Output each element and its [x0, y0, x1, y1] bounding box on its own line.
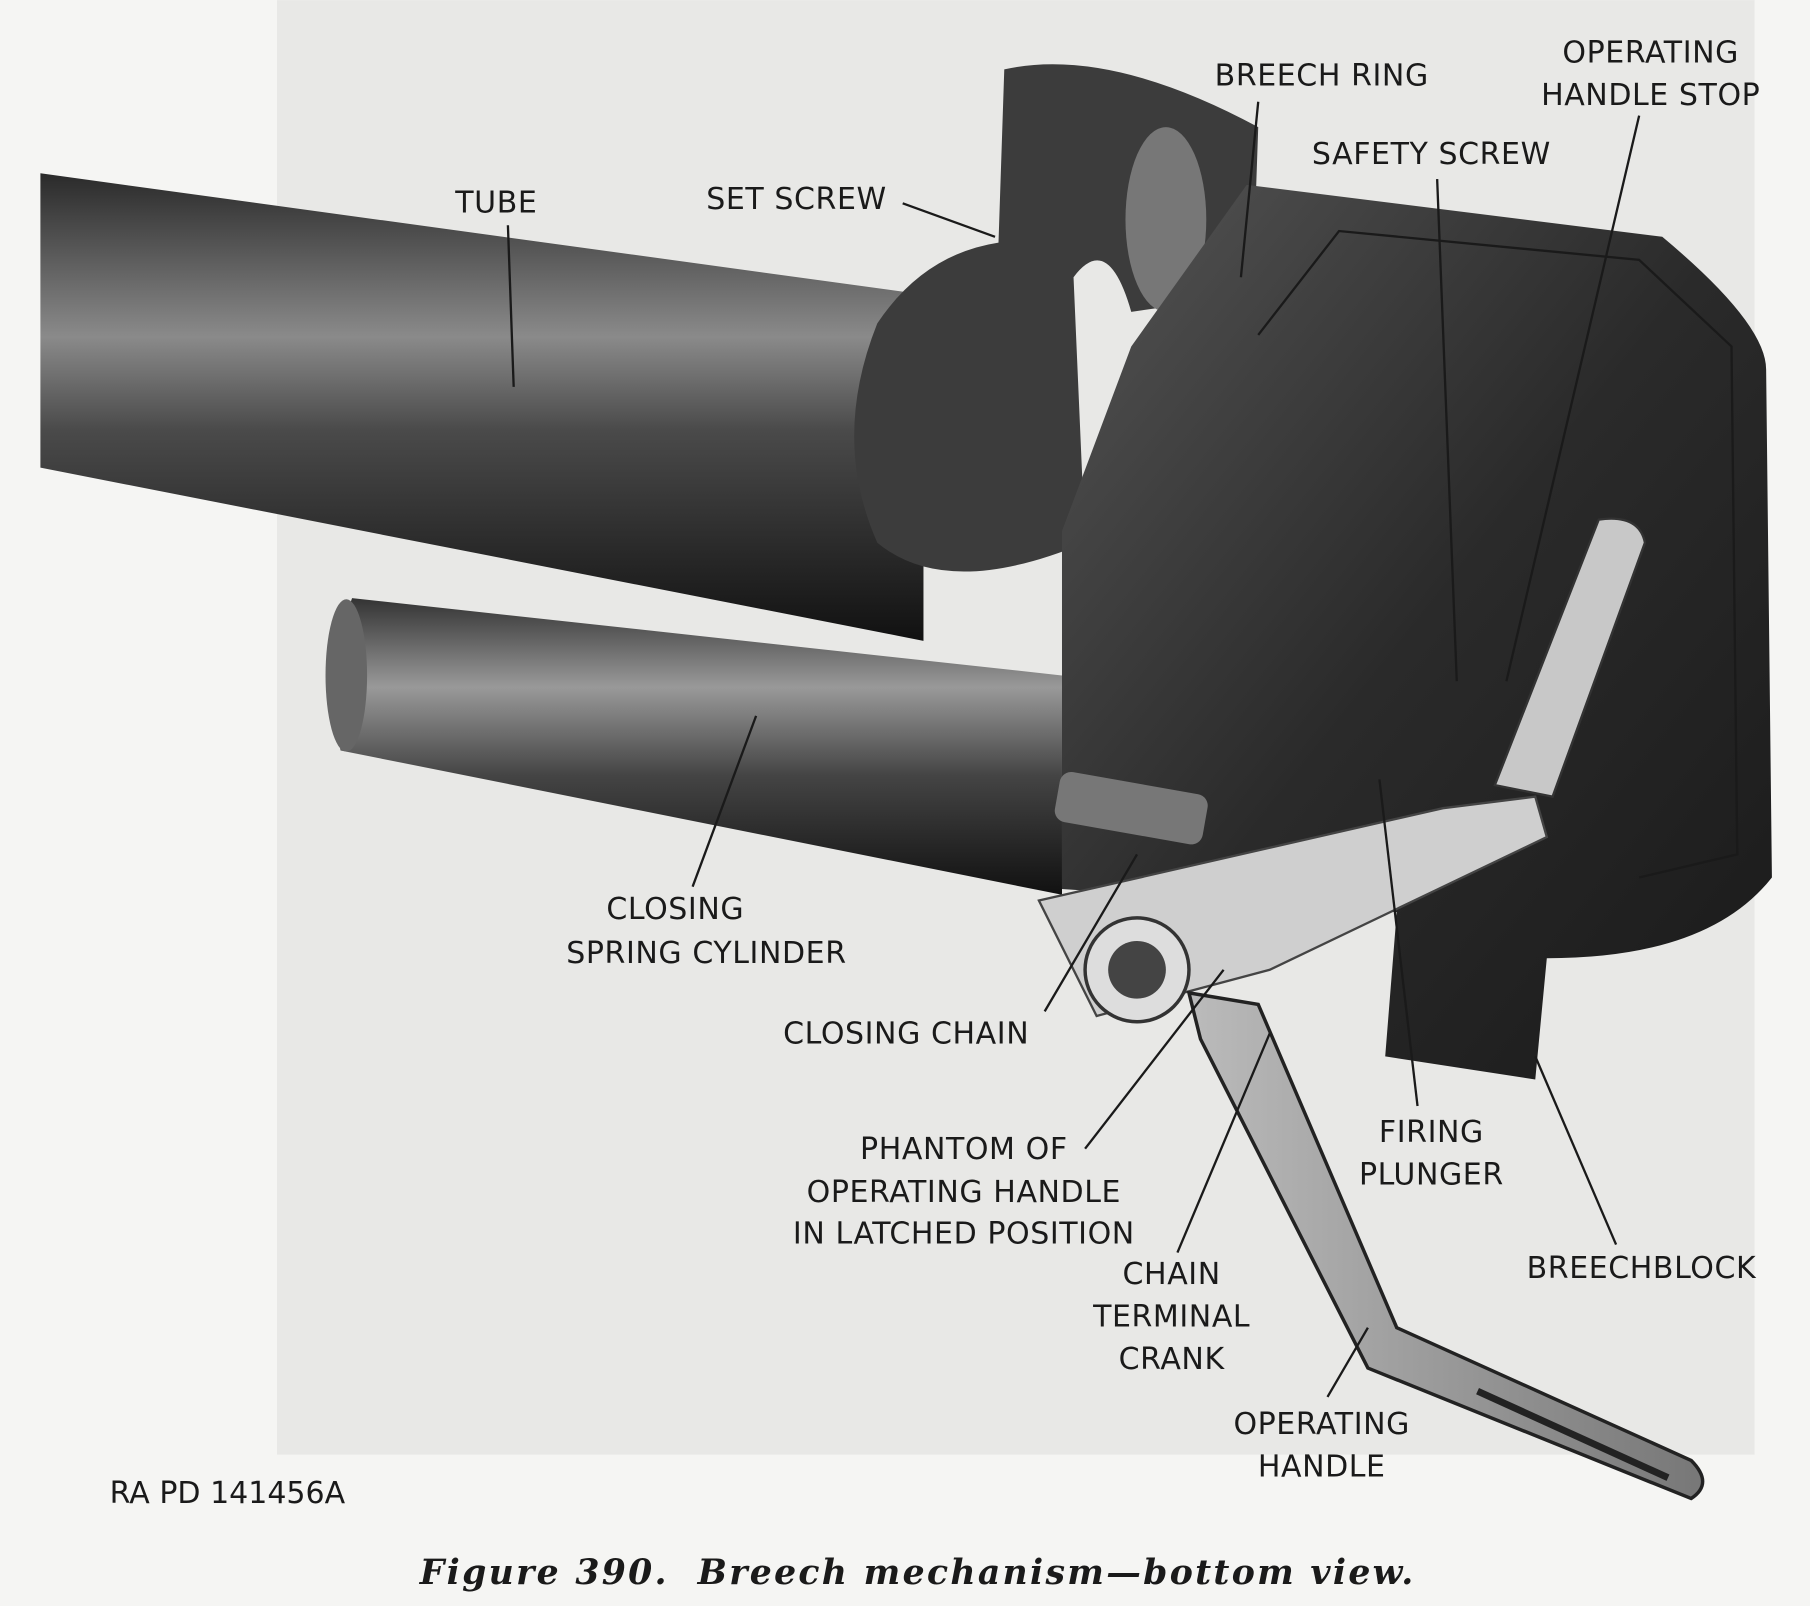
label-closing-spring-cylinder-2: SPRING CYLINDER	[566, 936, 846, 971]
operating-handle-stop	[1493, 517, 1647, 798]
reference-number: RA PD 141456A	[110, 1476, 346, 1511]
label-chain-terminal-crank-1: CHAIN	[1123, 1257, 1221, 1292]
label-firing-plunger-1: FIRING	[1379, 1115, 1484, 1150]
crank-bore	[1108, 940, 1166, 999]
label-operating-handle-stop-2: HANDLE STOP	[1541, 78, 1760, 113]
label-safety-screw: SAFETY SCREW	[1312, 137, 1551, 172]
label-operating-handle-2: HANDLE	[1258, 1450, 1386, 1485]
label-phantom-1: PHANTOM OF	[860, 1132, 1068, 1167]
label-phantom-2: OPERATING HANDLE	[807, 1175, 1121, 1210]
label-tube: TUBE	[454, 186, 537, 221]
label-operating-handle-stop-1: OPERATING	[1562, 35, 1739, 70]
closing-spring-cylinder	[334, 598, 1062, 895]
label-phantom-3: IN LATCHED POSITION	[793, 1216, 1135, 1251]
leader-lines	[506, 101, 1641, 1398]
cylinder-end	[325, 599, 368, 752]
label-chain-terminal-crank-2: TERMINAL	[1092, 1299, 1250, 1334]
label-closing-spring-cylinder-1: CLOSING	[606, 892, 744, 927]
closing-chain	[1054, 771, 1208, 845]
figure-caption: Figure 390. Breech mechanism—bottom view…	[419, 1552, 1416, 1593]
label-set-screw: SET SCREW	[706, 182, 887, 217]
label-chain-terminal-crank-3: CRANK	[1119, 1342, 1226, 1377]
label-operating-handle-1: OPERATING	[1233, 1407, 1410, 1442]
tube	[40, 173, 924, 641]
label-breech-ring: BREECH RING	[1215, 59, 1429, 94]
label-closing-chain: CLOSING CHAIN	[783, 1017, 1029, 1052]
operating-handle-slot	[1476, 1387, 1670, 1481]
operating-handle	[1186, 990, 1705, 1501]
label-firing-plunger-2: PLUNGER	[1359, 1158, 1504, 1193]
breechblock-edge	[1257, 229, 1739, 879]
label-breechblock: BREECHBLOCK	[1527, 1251, 1757, 1286]
breech-ring-bore	[1125, 127, 1207, 312]
